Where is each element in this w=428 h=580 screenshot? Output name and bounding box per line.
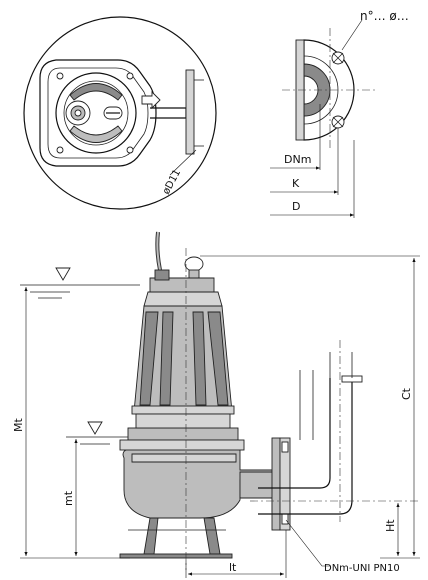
water-level-min-icon <box>87 421 103 435</box>
flow-arrow-icon <box>141 90 161 110</box>
pump-body-top <box>39 59 157 167</box>
bolt <box>56 72 64 80</box>
base-plate <box>119 553 233 559</box>
flange-half <box>303 39 355 141</box>
motor-cover-half <box>69 83 123 101</box>
discharge-flange-side <box>271 437 281 531</box>
label-holes: n°… ø… <box>360 9 409 23</box>
bolt <box>56 146 64 154</box>
label-dnm: DNm <box>284 153 311 166</box>
discharge-flange <box>185 69 195 155</box>
lifting-eye <box>184 256 204 272</box>
bolt <box>126 72 134 80</box>
label-lt: lt <box>229 561 237 574</box>
label-d11: øD11 <box>161 168 183 197</box>
top-view-outer-circle <box>23 16 217 210</box>
bolt <box>126 146 134 154</box>
label-k: K <box>292 177 300 190</box>
label-d: D <box>292 200 300 213</box>
top-view: øD11 <box>23 16 217 210</box>
water-level-max-icon <box>55 267 71 281</box>
label-mt: mt <box>62 490 75 506</box>
label-mt-total: Mt <box>12 418 25 432</box>
label-flange-spec: DNm-UNI PN10 <box>324 563 400 574</box>
flange-detail: n°… ø… DNm K D <box>270 9 409 218</box>
label-ct: Ct <box>400 387 413 400</box>
casing-flange <box>127 427 239 441</box>
riser-pipe <box>258 378 353 515</box>
label-ht: Ht <box>384 519 397 532</box>
base-foot <box>143 517 159 555</box>
side-view: Mt mt Ct Ht lt DNm-UNI PN10 <box>12 231 420 578</box>
motor-cover <box>55 72 137 154</box>
